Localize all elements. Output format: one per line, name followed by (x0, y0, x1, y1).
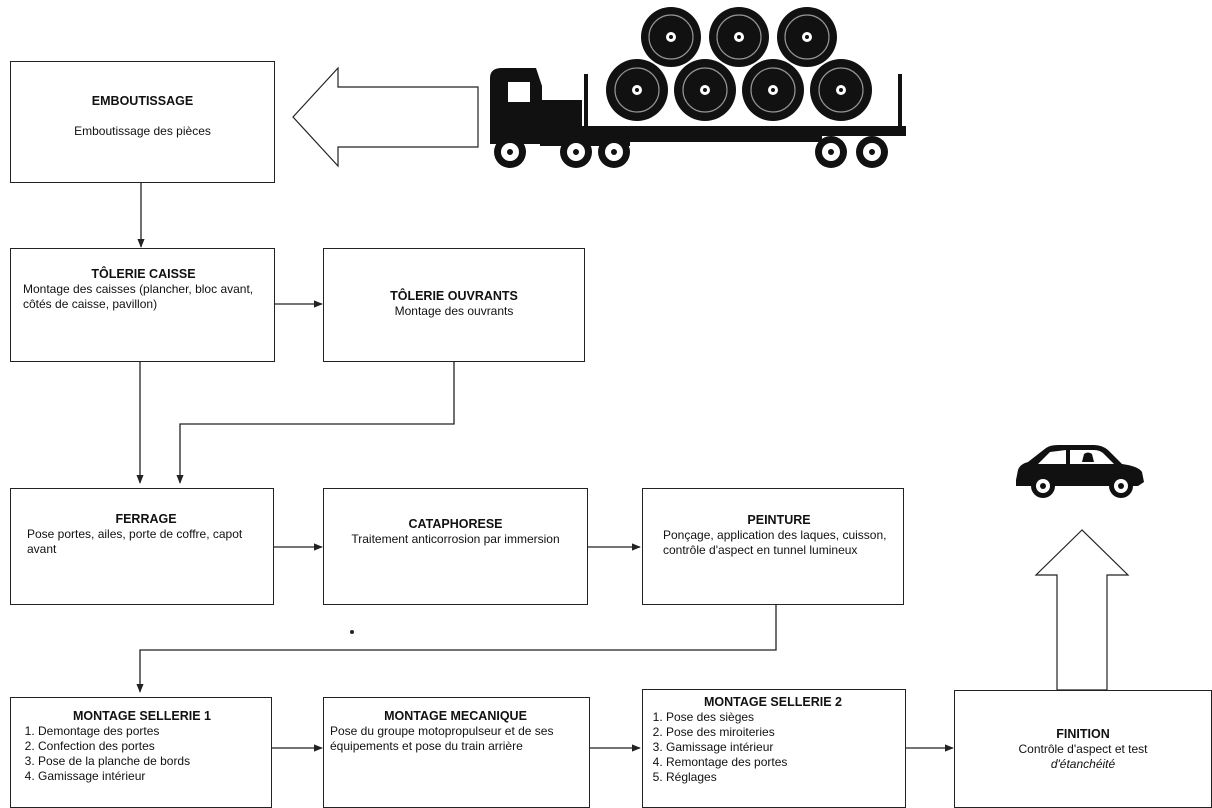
box-title: PEINTURE (747, 513, 811, 527)
box-montage-sellerie-1: MONTAGE SELLERIE 1 Demontage des portes … (10, 697, 272, 808)
box-description: Montage des ouvrants (394, 304, 514, 318)
list-item: Gamissage intérieur (666, 740, 897, 755)
list-item: Demontage des portes (38, 724, 263, 739)
box-peinture: PEINTURE Ponçage, application des laques… (642, 488, 904, 605)
box-emboutissage: EMBOUTISSAGE Emboutissage des pièces (10, 61, 275, 183)
box-title: FERRAGE (115, 512, 177, 526)
box-title: MONTAGE SELLERIE 1 (73, 709, 211, 723)
arrow-peinture-to-sellerie1 (136, 605, 777, 693)
arrow-ouvrants-to-ferrage (176, 362, 455, 484)
box-tolerie-ouvrants: TÔLERIE OUVRANTS Montage des ouvrants (323, 248, 585, 362)
box-ferrage: FERRAGE Pose portes, ailes, porte de cof… (10, 488, 274, 605)
box-description: Pose du groupe motopropulseur et de ses … (330, 724, 554, 753)
truck-with-coils-icon (490, 7, 906, 168)
box-description-italic: d'étanchéité (1050, 757, 1116, 771)
box-description: Montage des caisses (plancher, bloc avan… (23, 282, 254, 311)
box-description: Ponçage, application des laques, cuisson… (663, 528, 887, 557)
box-title: EMBOUTISSAGE (91, 94, 194, 108)
coils (606, 7, 872, 121)
box-title: MONTAGE SELLERIE 2 (704, 695, 842, 709)
list-item: Pose des miroiteries (666, 725, 897, 740)
car-icon (1016, 445, 1144, 498)
box-tolerie-caisse: TÔLERIE CAISSE Montage des caisses (plan… (10, 248, 275, 362)
list-item: Pose des sièges (666, 710, 897, 725)
box-description: Traitement anticorrosion par immersion (351, 532, 560, 546)
box-description: Emboutissage des pièces (74, 124, 211, 138)
hollow-arrow-left-icon (292, 66, 479, 168)
box-montage-sellerie-2: MONTAGE SELLERIE 2 Pose des sièges Pose … (642, 689, 906, 808)
box-description: Contrôle d'aspect et test (1018, 742, 1148, 756)
box-title: MONTAGE MECANIQUE (384, 709, 527, 723)
truck-wheels (494, 136, 888, 168)
list-item: Confection des portes (38, 739, 263, 754)
stray-dot (350, 630, 354, 634)
step-list: Demontage des portes Confection des port… (21, 724, 263, 784)
step-list: Pose des sièges Pose des miroiteries Gam… (649, 710, 897, 785)
box-montage-mecanique: MONTAGE MECANIQUE Pose du groupe motopro… (323, 697, 590, 808)
list-item: Pose de la planche de bords (38, 754, 263, 769)
box-description: Pose portes, ailes, porte de coffre, cap… (27, 527, 243, 556)
box-title: FINITION (1056, 727, 1110, 741)
list-item: Remontage des portes (666, 755, 897, 770)
box-title: CATAPHORESE (408, 517, 503, 531)
list-item: Réglages (666, 770, 897, 785)
hollow-arrow-up-icon (1034, 529, 1130, 691)
box-title: TÔLERIE OUVRANTS (390, 289, 518, 303)
box-finition: FINITION Contrôle d'aspect et test d'éta… (954, 690, 1212, 808)
list-item: Gamissage intérieur (38, 769, 263, 784)
box-cataphorese: CATAPHORESE Traitement anticorrosion par… (323, 488, 588, 605)
box-title: TÔLERIE CAISSE (91, 267, 196, 281)
